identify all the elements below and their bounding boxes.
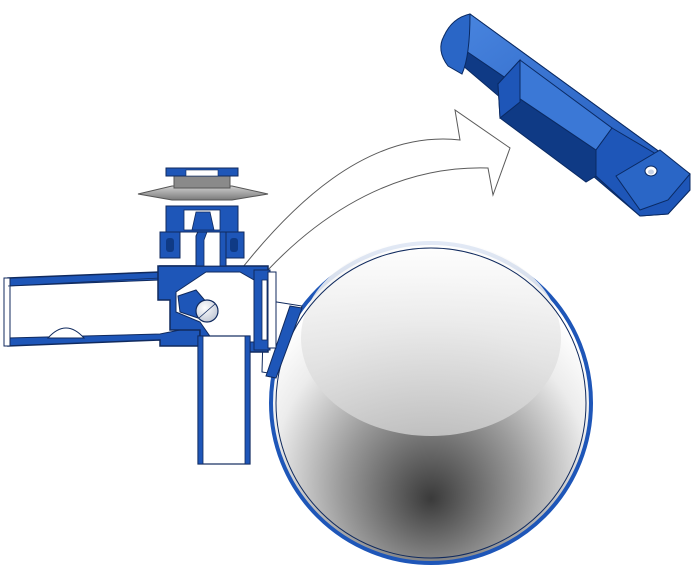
detached-lever-part	[440, 13, 691, 217]
valve-cap-disc	[137, 167, 269, 201]
vertical-outlet-tube	[197, 335, 251, 465]
float-ball	[269, 240, 593, 565]
callout-arrow	[217, 108, 511, 319]
pivot-ball	[195, 299, 219, 323]
valve-body-cross-section	[157, 205, 277, 353]
horizontal-inlet-pipe	[3, 265, 201, 347]
